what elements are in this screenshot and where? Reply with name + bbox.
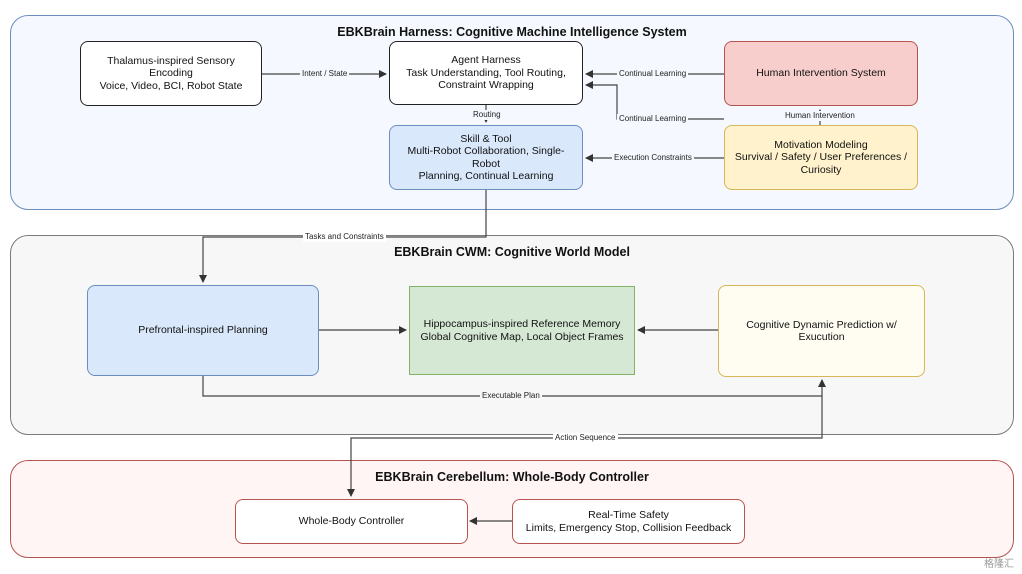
agent-harness-detail-2: Constraint Wrapping: [438, 79, 534, 92]
motivation-detail-2: Curiosity: [800, 163, 842, 176]
label-human-intervention: Human Intervention: [783, 111, 857, 121]
motivation-detail-1: Survival / Safety / User Preferences /: [734, 151, 908, 164]
label-execution-constraints: Execution Constraints: [612, 153, 694, 163]
agent-harness-title: Agent Harness: [451, 54, 521, 67]
label-continual-learning-1: Continual Learning: [617, 69, 689, 79]
real-time-safety-title: Real-Time Safety: [588, 509, 669, 521]
thalamus-node: Thalamus-inspired Sensory Encoding Voice…: [80, 41, 262, 106]
hippocampus-title: Hippocampus-inspired Reference Memory: [423, 318, 621, 330]
cognitive-prediction-title: Cognitive Dynamic Prediction w/ Exucutio…: [746, 318, 897, 344]
skill-tool-title: Skill & Tool: [460, 132, 512, 145]
human-intervention-title: Human Intervention System: [756, 67, 886, 80]
human-intervention-node: Human Intervention System: [724, 41, 918, 106]
edge-action-sequence: [347, 396, 823, 497]
watermark: 格隆汇: [984, 559, 1014, 570]
motivation-node: Motivation Modeling Survival / Safety / …: [724, 125, 918, 190]
hippocampus-node: Hippocampus-inspired Reference Memory Gl…: [409, 286, 635, 375]
whole-body-controller-node: Whole-Body Controller: [235, 499, 468, 544]
cwm-panel-title: EBKBrain CWM: Cognitive World Model: [394, 245, 630, 259]
label-intent-state: Intent / State: [300, 69, 350, 79]
label-routing: Routing: [471, 110, 503, 120]
whole-body-controller-title: Whole-Body Controller: [298, 515, 405, 528]
label-tasks-constraints: Tasks and Constraints: [303, 232, 386, 242]
hippocampus-detail: Global Cognitive Map, Local Object Frame…: [420, 330, 624, 343]
label-continual-learning-2: Continual Learning: [617, 114, 689, 124]
skill-tool-detail-1: Multi-Robot Collaboration, Single-Robot: [407, 145, 565, 170]
real-time-safety-node: Real-Time Safety Limits, Emergency Stop,…: [512, 499, 745, 544]
thalamus-title: Thalamus-inspired Sensory Encoding: [107, 54, 235, 80]
skill-tool-node: Skill & Tool Multi-Robot Collaboration, …: [389, 125, 583, 190]
harness-panel-title: EBKBrain Harness: Cognitive Machine Inte…: [337, 25, 687, 39]
label-executable-plan: Executable Plan: [480, 391, 542, 401]
cognitive-prediction-node: Cognitive Dynamic Prediction w/ Exucutio…: [718, 285, 925, 377]
agent-harness-detail-1: Task Understanding, Tool Routing,: [406, 66, 566, 79]
motivation-title: Motivation Modeling: [774, 138, 868, 151]
prefrontal-title: Prefrontal-inspired Planning: [138, 324, 268, 337]
agent-harness-node: Agent Harness Task Understanding, Tool R…: [389, 41, 583, 105]
real-time-safety-detail: Limits, Emergency Stop, Collision Feedba…: [525, 521, 732, 534]
cerebellum-panel-title: EBKBrain Cerebellum: Whole-Body Controll…: [375, 470, 649, 484]
label-action-sequence: Action Sequence: [553, 433, 618, 443]
thalamus-detail: Voice, Video, BCI, Robot State: [99, 79, 243, 92]
skill-tool-detail-2: Planning, Continual Learning: [418, 170, 554, 182]
prefrontal-node: Prefrontal-inspired Planning: [87, 285, 319, 376]
